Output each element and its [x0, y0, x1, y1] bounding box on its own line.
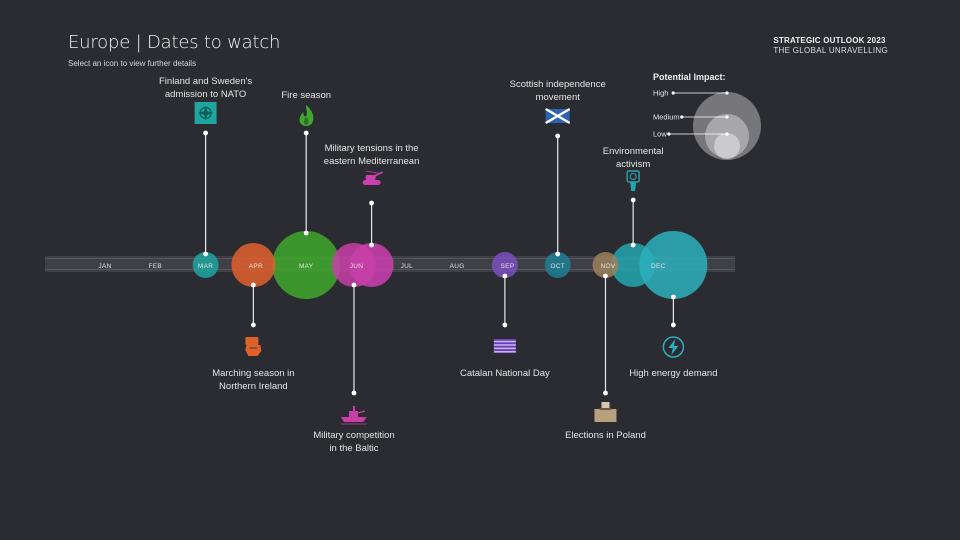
event-fire[interactable]: Fire season: [281, 90, 331, 236]
connector-dot: [502, 273, 508, 279]
event-label: admission to NATO: [165, 89, 246, 100]
event-catalan[interactable]: Catalan National Day: [460, 273, 550, 379]
brand-line-2: THE GLOBAL UNRAVELLING: [773, 46, 888, 55]
impact-bubble-energy: [639, 231, 708, 299]
connector-dot: [502, 322, 508, 328]
connector-dot: [351, 282, 357, 288]
month-label-feb: FEB: [149, 263, 163, 270]
event-label: Northern Ireland: [219, 381, 288, 392]
nato-star-icon[interactable]: [194, 102, 217, 124]
event-label: movement: [536, 92, 581, 103]
legend-level-medium: Medium: [653, 113, 680, 122]
lightning-icon[interactable]: [662, 336, 685, 358]
connector-dot: [555, 251, 561, 257]
legend-circle-low: [714, 133, 740, 159]
month-label-dec: DEC: [651, 263, 666, 270]
event-label: in the Baltic: [329, 443, 378, 454]
tank-icon[interactable]: [362, 170, 383, 185]
month-label-apr: APR: [249, 263, 263, 270]
brand-line-1: STRATEGIC OUTLOOK 2023: [773, 36, 886, 45]
connector-dot: [203, 130, 209, 136]
event-label: Marching season in: [212, 368, 294, 379]
connector-dot: [203, 251, 209, 257]
saltire-flag-icon[interactable]: [545, 107, 571, 125]
event-label: Scottish independence: [510, 79, 606, 90]
connector-dot: [670, 294, 676, 300]
warship-icon[interactable]: [340, 406, 367, 425]
connector-dot: [250, 282, 256, 288]
connector-dot: [630, 197, 636, 203]
catalan-flag-icon[interactable]: [493, 339, 516, 353]
month-label-jul: JUL: [401, 263, 414, 270]
month-label-nov: NOV: [601, 263, 616, 270]
bubble-layer: [192, 231, 708, 299]
connector-dot: [670, 322, 676, 328]
event-scot[interactable]: Scottish independence movement: [510, 79, 606, 257]
impact-bubble-baltic: [331, 243, 376, 287]
legend-level-low: Low: [653, 130, 667, 139]
month-label-mar: MAR: [198, 263, 213, 270]
events-layer: Finland and Sweden's admission to NATO Fir…: [159, 76, 717, 454]
event-med[interactable]: Military tensions in the eastern Mediterr…: [324, 143, 420, 248]
connector-dot: [603, 390, 608, 396]
event-march[interactable]: Marching season in Northern Ireland: [212, 282, 295, 392]
event-energy[interactable]: High energy demand: [629, 294, 717, 379]
impact-bubble-scot: [544, 252, 571, 278]
event-poland[interactable]: Elections in Poland: [565, 273, 646, 441]
legend-level-high: High: [653, 89, 668, 98]
month-label-oct: OCT: [550, 263, 565, 270]
impact-bubble-march: [231, 243, 276, 287]
event-env[interactable]: Environmental activism: [603, 146, 664, 248]
month-label-jan: JAN: [98, 263, 111, 270]
impact-bubble-catalan: [491, 252, 518, 278]
event-label: activism: [616, 159, 650, 170]
month-label-sep: SEP: [500, 263, 514, 270]
event-label: eastern Mediterranean: [324, 156, 420, 167]
ballot-box-icon[interactable]: [594, 402, 617, 422]
event-label: Military competition: [313, 430, 394, 441]
impact-bubble-fire: [272, 231, 341, 299]
event-label: Finland and Sweden's: [159, 76, 252, 87]
connector-dot: [369, 242, 374, 248]
legend-title: Potential Impact:: [653, 72, 726, 82]
event-label: High energy demand: [629, 368, 717, 379]
event-label: Fire season: [281, 90, 331, 101]
impact-bubble-poland: [592, 252, 619, 278]
connector-dot: [603, 273, 608, 279]
connector-dot: [369, 200, 374, 206]
event-label: Environmental: [603, 146, 664, 157]
event-nato[interactable]: Finland and Sweden's admission to NATO: [159, 76, 252, 257]
month-label-may: MAY: [299, 263, 314, 270]
connector-dot: [555, 133, 561, 139]
connector-dot: [303, 130, 309, 136]
connector-dot: [630, 242, 636, 248]
protest-fist-icon[interactable]: [245, 337, 262, 356]
event-baltic[interactable]: Military competition in the Baltic: [313, 282, 395, 454]
connector-dot: [351, 390, 357, 396]
month-label-jun: JUN: [350, 263, 364, 270]
brand-block: STRATEGIC OUTLOOK 2023 THE GLOBAL UNRAVE…: [773, 36, 888, 56]
impact-bubble-nato: [192, 252, 219, 278]
month-label-aug: AUG: [450, 263, 465, 270]
connector-dot: [303, 230, 309, 236]
connector-dot: [250, 322, 256, 328]
page-subtitle: Select an icon to view further details: [68, 59, 197, 68]
event-label: Elections in Poland: [565, 430, 646, 441]
flame-icon[interactable]: [299, 105, 314, 126]
page-title: Europe | Dates to watch: [68, 32, 281, 53]
event-label: Catalan National Day: [460, 368, 550, 379]
event-label: Military tensions in the: [325, 143, 419, 154]
protest-sign-icon[interactable]: [626, 170, 640, 191]
